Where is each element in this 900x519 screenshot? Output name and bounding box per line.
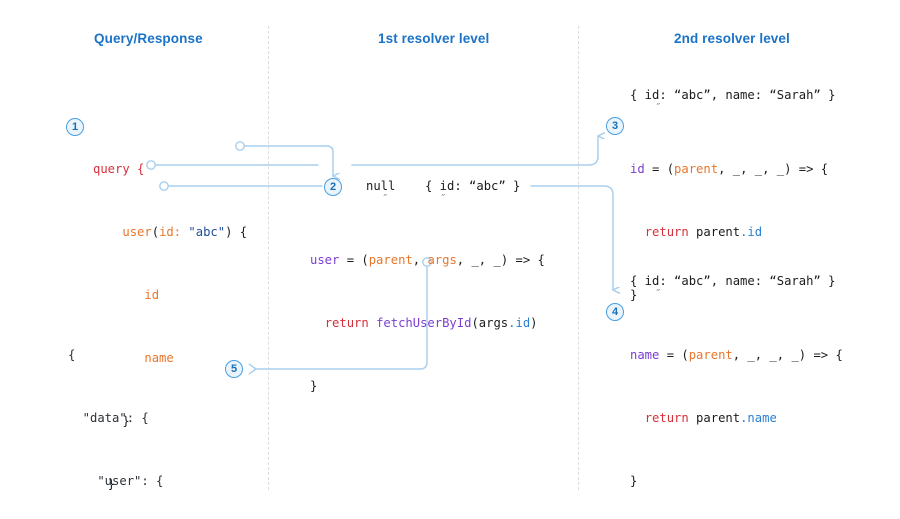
- resolver1-arg-args: { id: “abc” }: [425, 179, 521, 193]
- resolver1-close: }: [310, 379, 318, 393]
- response-block: { "data": { "user": { "id": "abc", "name…: [68, 303, 222, 519]
- column-divider-right: [578, 26, 579, 490]
- resolver1-null-tick: ″: [382, 192, 389, 205]
- query-line-name: name: [144, 351, 174, 365]
- step-badge-2[interactable]: 2: [324, 178, 342, 196]
- resolver-id-return: return parent.id: [644, 225, 763, 239]
- resolver-name-block: name = (parent, _, _, _) => { return par…: [630, 303, 843, 519]
- column-header-query-response: Query/Response: [94, 31, 203, 46]
- query-line-close-inner: }: [122, 414, 130, 428]
- response-line-2: "data": {: [68, 411, 149, 425]
- column-header-second-resolver-level: 2nd resolver level: [674, 31, 790, 46]
- column-divider-left: [268, 26, 269, 490]
- query-line-close-outer: }: [107, 477, 116, 491]
- resolver1-arg-null: null: [366, 179, 396, 193]
- response-line-3: "user": {: [68, 474, 164, 488]
- resolver-id-block: id = (parent, _, _, _) => { return paren…: [630, 117, 828, 348]
- step-badge-4[interactable]: 4: [606, 303, 624, 321]
- query-line-user: user(id: "abc") {: [122, 225, 248, 239]
- step-badge-3[interactable]: 3: [606, 117, 624, 135]
- resolver1-args-tick: ″: [440, 192, 447, 205]
- column-header-first-resolver-level: 1st resolver level: [378, 31, 490, 46]
- step-badge-5[interactable]: 5: [225, 360, 243, 378]
- query-block: query { user(id: "abc") { id name } }: [93, 117, 247, 519]
- step-badge-1[interactable]: 1: [66, 118, 84, 136]
- resolver-name-signature: name = (parent, _, _, _) => {: [630, 348, 843, 362]
- resolver-name-return: return parent.name: [644, 411, 777, 425]
- resolver1-block: user = (parent, args, _, _) => { return …: [310, 208, 545, 439]
- response-line-1: {: [68, 348, 76, 362]
- resolver1-return: return fetchUserById(args.id): [324, 316, 538, 330]
- resolver-id-parent-value: { id: “abc”, name: “Sarah” }: [630, 88, 836, 102]
- resolver-name-tick: ″: [655, 287, 662, 300]
- resolver-name-parent-value: { id: “abc”, name: “Sarah” }: [630, 274, 836, 288]
- query-line-id: id: [144, 288, 160, 302]
- resolver-name-close: }: [630, 474, 638, 488]
- resolver1-signature: user = (parent, args, _, _) => {: [310, 253, 545, 267]
- resolver-id-tick: ″: [655, 101, 662, 114]
- query-line-open: query {: [93, 162, 145, 176]
- resolver-id-signature: id = (parent, _, _, _) => {: [630, 162, 829, 176]
- resolver-id-close: }: [630, 288, 638, 302]
